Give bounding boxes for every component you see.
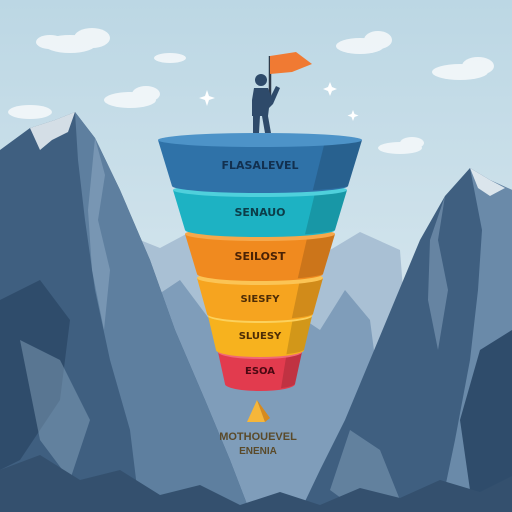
funnel-tier-shade (291, 278, 323, 319)
person-with-flag (252, 52, 312, 133)
cloud-icon (154, 53, 186, 63)
funnel-tier-top (158, 133, 362, 147)
caption-line-1: MOTHOUEVEL (219, 431, 297, 443)
funnel-tier-shade (281, 352, 302, 389)
funnel-tier-body (218, 352, 302, 391)
funnel-tier-body (185, 234, 335, 281)
sparkle-icon (323, 82, 337, 96)
funnel-tier-label: SIESFY (240, 294, 280, 305)
sparkle-icon (199, 90, 215, 106)
funnel-tier-shade (297, 234, 335, 279)
caption-line-2: ENENIA (239, 446, 277, 457)
funnel-tier-shade (312, 140, 362, 191)
right-mountain (300, 168, 512, 512)
funnel-tier-label: SEILOST (235, 250, 286, 263)
cloud-icon (336, 31, 392, 54)
funnel-tier-body (197, 278, 323, 321)
funnel-tier-label: SLUESY (239, 331, 282, 342)
funnel-tier-body (158, 140, 362, 193)
funnel-tier-label: FLASALEVEL (221, 159, 298, 172)
funnel-tier-label: ESOA (245, 366, 275, 377)
cloud-icon (432, 57, 494, 80)
funnel-tier-body (173, 190, 347, 237)
funnel-tier-shade (305, 190, 347, 235)
funnel-tier-body (208, 316, 312, 357)
cloud-icon (36, 28, 110, 53)
funnel-tier-shade (286, 316, 312, 355)
flag-icon (270, 52, 312, 74)
cloud-icon (378, 137, 424, 154)
funnel: ESOA SLUESY SIESFY SEILOST SENAUO FLASALEVEL (158, 133, 362, 391)
sparkle-icon (347, 110, 359, 121)
foreground-rocks (0, 455, 512, 512)
pyramid-icon (247, 400, 270, 422)
clouds (8, 28, 494, 154)
funnel-tier-label: SENAUO (234, 206, 285, 219)
left-mountain (0, 112, 250, 512)
person-icon (252, 74, 280, 133)
cloud-icon (8, 105, 52, 119)
funnel-tier: FLASALEVEL (158, 133, 362, 193)
cloud-icon (104, 86, 160, 108)
